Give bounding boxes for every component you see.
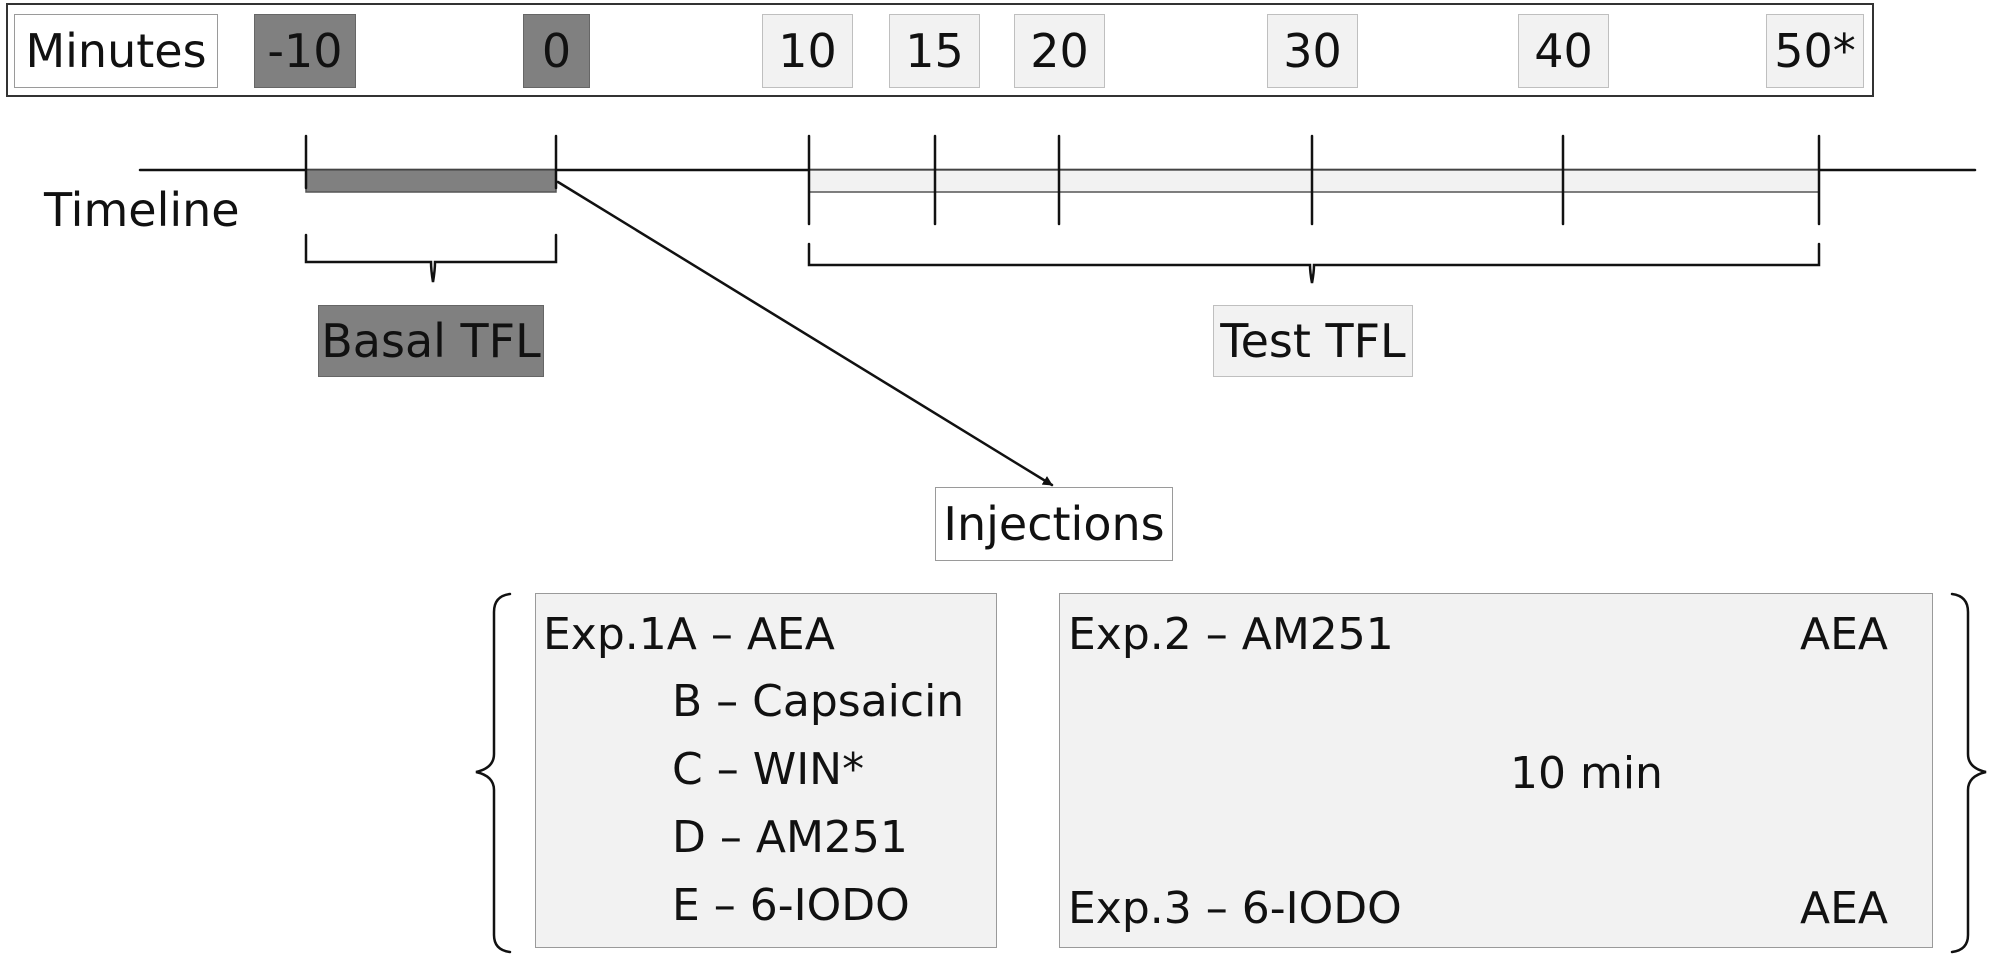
exp1-box xyxy=(535,593,997,948)
interval-label: 10 min xyxy=(1510,748,1663,799)
exp1-line-e: E – 6-IODO xyxy=(672,880,910,931)
exp1-line-b: B – Capsaicin xyxy=(672,676,965,727)
exp1-line-c: C – WIN* xyxy=(672,744,865,795)
exp23-box xyxy=(1059,593,1933,948)
basal-period-bar xyxy=(305,169,557,193)
injection-arrow xyxy=(556,180,1054,487)
minute-box-10: 10 xyxy=(762,14,853,88)
minute-box-15: 15 xyxy=(889,14,980,88)
exp3-left: Exp.3 – 6-IODO xyxy=(1068,883,1402,934)
minute-box-neg10: -10 xyxy=(254,14,356,88)
exp1-line-a: Exp.1A – AEA xyxy=(543,609,835,660)
minute-box-40: 40 xyxy=(1518,14,1609,88)
minutes-label: Minutes xyxy=(14,14,218,88)
basal-bracket xyxy=(304,233,558,283)
exp3-right: AEA xyxy=(1800,883,1888,934)
exp2-right: AEA xyxy=(1800,609,1888,660)
basal-tfl-label: Basal TFL xyxy=(318,305,544,377)
minute-box-50: 50* xyxy=(1766,14,1864,88)
right-brace xyxy=(1950,592,1987,954)
test-tfl-label: Test TFL xyxy=(1213,305,1413,377)
minute-box-0: 0 xyxy=(523,14,590,88)
test-period-bar xyxy=(808,169,1820,193)
exp1-line-d: D – AM251 xyxy=(672,812,908,863)
exp2-left: Exp.2 – AM251 xyxy=(1068,609,1394,660)
injections-label: Injections xyxy=(935,487,1173,561)
test-bracket xyxy=(807,242,1821,284)
minute-box-30: 30 xyxy=(1267,14,1358,88)
timeline-label: Timeline xyxy=(44,183,240,237)
minute-box-20: 20 xyxy=(1014,14,1105,88)
left-brace xyxy=(475,592,512,954)
